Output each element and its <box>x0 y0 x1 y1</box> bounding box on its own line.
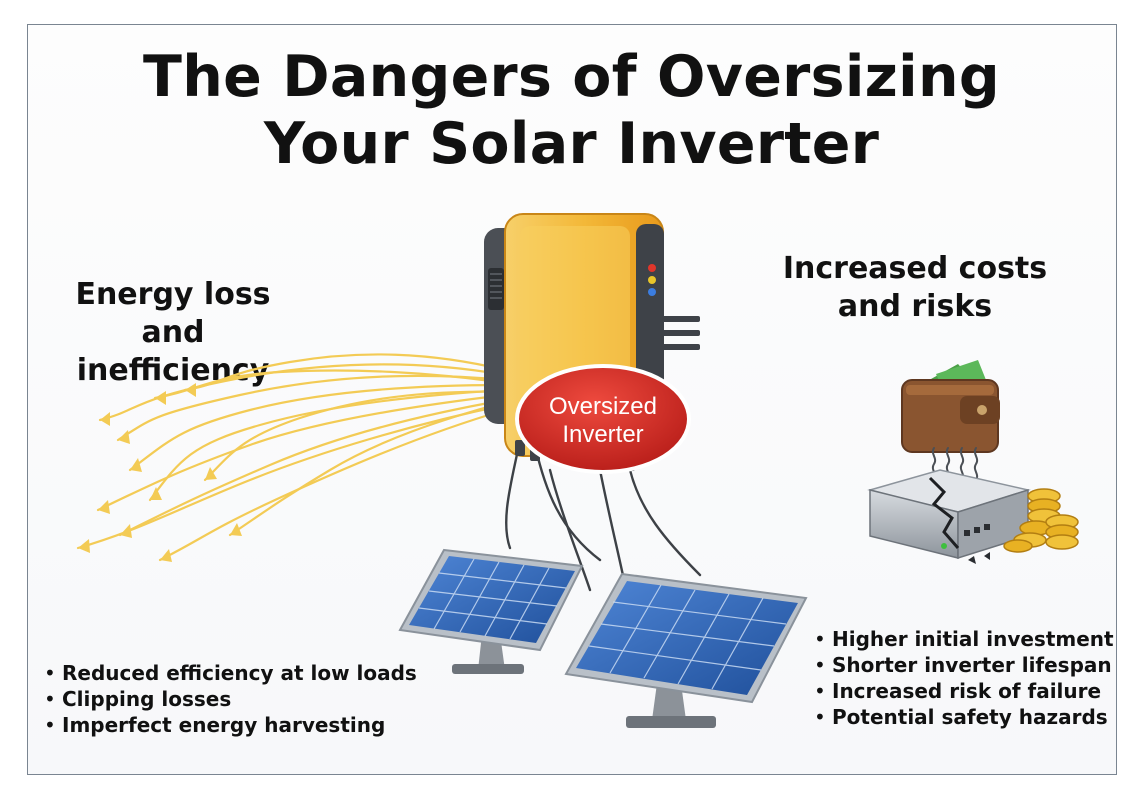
costs-risks-bullet-list: Higher initial investment Shorter invert… <box>814 626 1114 730</box>
inverter-side-connectors <box>660 316 700 350</box>
energy-loss-heading-line-2: inefficiency <box>76 353 270 388</box>
bullet-item: Higher initial investment <box>814 626 1114 652</box>
oversized-badge <box>515 364 691 474</box>
bullet-item: Shorter inverter lifespan <box>814 652 1114 678</box>
energy-loss-heading-line-1: Energy loss and <box>75 277 271 350</box>
broken-device-icon <box>867 469 1031 564</box>
title-line-1: The Dangers of Oversizing <box>143 44 1000 110</box>
bullet-item: Potential safety hazards <box>814 704 1114 730</box>
status-led-red <box>648 264 656 272</box>
bullet-item: Reduced efficiency at low loads <box>44 660 417 686</box>
coins-icon <box>1003 488 1079 553</box>
bullet-item: Clipping losses <box>44 686 417 712</box>
costs-risks-heading-line-1: Increased costs <box>782 251 1048 286</box>
costs-risks-heading: Increased costs and risks <box>770 250 1060 326</box>
energy-loss-bullet-list: Reduced efficiency at low loads Clipping… <box>44 660 417 738</box>
oversized-inverter-label: Oversized Inverter <box>519 393 687 449</box>
status-led-yellow <box>648 276 656 284</box>
badge-line-1: Oversized <box>548 393 658 420</box>
solar-panel-icon-2 <box>564 572 808 728</box>
energy-ray-arrowheads <box>78 383 242 562</box>
energy-loss-heading: Energy loss and inefficiency <box>42 276 304 390</box>
bullet-item: Increased risk of failure <box>814 678 1114 704</box>
badge-line-2: Inverter <box>562 421 644 448</box>
bullet-item: Imperfect energy harvesting <box>44 712 417 738</box>
title-line-2: Your Solar Inverter <box>263 111 880 177</box>
solar-panel-icon <box>398 548 584 674</box>
costs-risks-heading-line-2: and risks <box>837 289 993 324</box>
status-led-blue <box>648 288 656 296</box>
energy-loss-rays <box>76 353 507 562</box>
wallet-icon <box>901 360 1000 453</box>
page-title: The Dangers of Oversizing Your Solar Inv… <box>0 44 1143 178</box>
